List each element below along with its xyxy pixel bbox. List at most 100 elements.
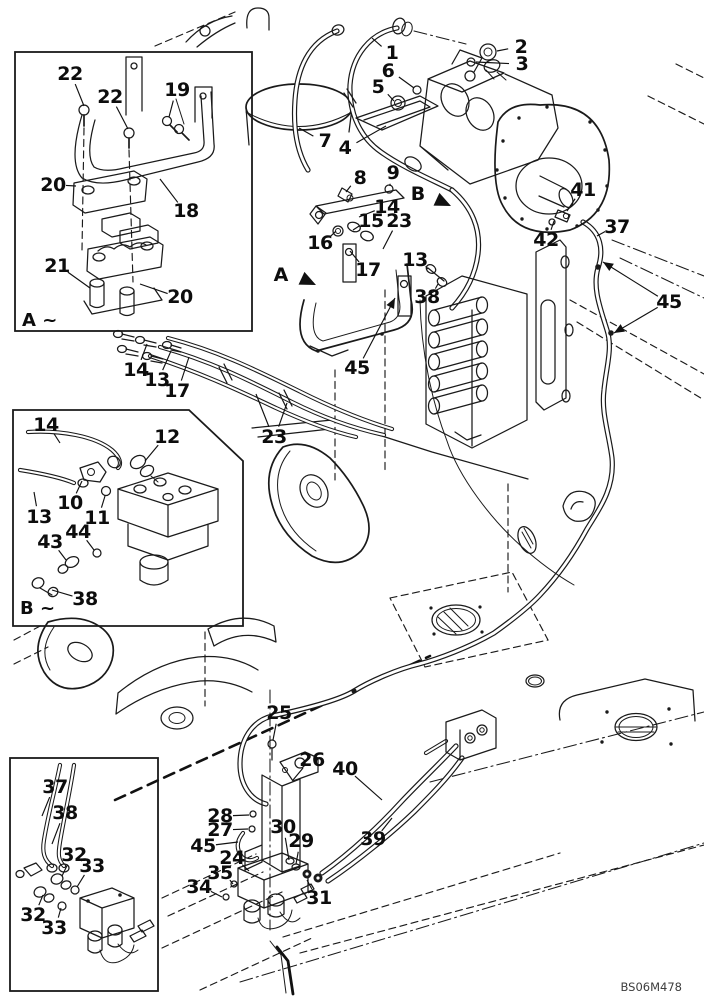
leader-line-42: [550, 220, 555, 231]
rim-bolt: [503, 196, 507, 200]
valve-spool: [427, 353, 441, 371]
bolt-35: [230, 880, 238, 888]
leader-line-15: [352, 225, 360, 231]
inset-b-border: [12, 409, 244, 627]
callout-4: 4: [339, 137, 352, 159]
flywheel-stub: [538, 175, 567, 208]
pump-plate: [355, 95, 439, 131]
hose-14-end-fitting: [107, 455, 121, 469]
callout-32: 32: [20, 904, 45, 926]
callout-15: 15: [358, 210, 383, 232]
tank-top: [245, 83, 353, 131]
boom-bracket-large-inner: [277, 450, 317, 552]
leader-line-22: [115, 106, 129, 130]
fitting-32: [50, 873, 64, 885]
leader-line-38: [434, 283, 439, 289]
view-marker-arrow-A: [298, 271, 316, 285]
fitting-32-thread: [60, 880, 72, 890]
callout-5: 5: [372, 76, 385, 98]
callout-21: 21: [44, 255, 69, 277]
tab-hole: [199, 92, 207, 100]
leader-line-30: [284, 837, 290, 861]
pivot-ring-inner: [168, 712, 186, 724]
plate-boss: [561, 389, 571, 403]
block-body: [117, 488, 219, 538]
coupler-bodies: [121, 333, 182, 364]
callout-33: 33: [79, 855, 104, 877]
leader-line-17: [180, 356, 190, 381]
leader-line-11: [100, 495, 106, 508]
callout-37: 37: [604, 216, 629, 238]
manifold-block: [445, 709, 497, 761]
leader-line-40: [354, 775, 383, 801]
leader-line-37: [41, 796, 51, 817]
fitting-2-inner: [483, 47, 493, 57]
callout-3: 3: [516, 53, 529, 75]
spacers-21: [89, 278, 135, 317]
callout-26: 26: [299, 749, 325, 771]
leader-arrowhead-45: [386, 298, 395, 309]
drain-line: [419, 299, 575, 586]
valve-foot: [454, 431, 482, 441]
side-plate-slot: [540, 299, 556, 385]
plug-38-end: [47, 586, 59, 598]
wires: [99, 943, 139, 964]
bolt-42: [548, 218, 556, 226]
cab-fragment: [185, 7, 270, 48]
bolt-19-stem: [181, 132, 190, 141]
boom-mount-brackets: [37, 443, 370, 730]
callout-14: 14: [123, 359, 149, 381]
block-stub: [139, 561, 169, 586]
elbow-10-stem: [77, 478, 89, 488]
frame-handle: [562, 490, 596, 522]
boom-bracket-hole: [299, 474, 329, 508]
callout-14: 14: [33, 414, 59, 436]
fitting-13-stem: [427, 267, 445, 282]
callout-44: 44: [65, 521, 91, 543]
leader-line-45: [362, 297, 396, 359]
boom-bracket-left-hole: [67, 641, 93, 663]
valve-spool: [427, 309, 441, 327]
wire-terminal: [129, 929, 147, 943]
pump-body: [419, 73, 559, 185]
spacer: [89, 278, 105, 288]
callout-19: 19: [164, 79, 189, 101]
block-stub-top: [139, 554, 169, 570]
valve-sections: [427, 296, 489, 415]
fitting-2: [479, 43, 497, 61]
cab-tab: [246, 7, 270, 31]
flywheel-outline: [494, 103, 611, 234]
bolt-19: [173, 123, 185, 135]
rim-bolt: [588, 120, 592, 124]
bolt-dot: [667, 707, 671, 711]
leader-line-16: [330, 230, 337, 237]
pump-barrel: [465, 97, 495, 131]
inset-b-label: B ~: [20, 598, 55, 619]
o-ring-33: [70, 885, 80, 895]
pump-port-lines: [485, 69, 507, 81]
leader-line-32: [38, 894, 44, 906]
bracket-arm: [309, 189, 405, 225]
manifold-port-inner: [467, 735, 473, 741]
rim-bolt: [545, 227, 549, 231]
boom-foot-arms: [115, 655, 259, 715]
cab-outline: [185, 15, 236, 48]
bolt-dot: [605, 710, 609, 714]
coupler-fitting: [134, 335, 146, 345]
bolt-dot: [480, 630, 484, 634]
pilot-hose-bracket: [299, 189, 448, 357]
bracket-hole-small: [282, 767, 288, 773]
leader-line-3: [475, 61, 510, 65]
leader-line-32: [61, 864, 69, 877]
fitting-5-inner: [394, 99, 402, 107]
callout-38: 38: [52, 802, 78, 824]
tab-hole: [130, 62, 138, 70]
access-cover: [431, 604, 481, 636]
pilot-valve-block: [117, 472, 219, 586]
callout-9: 9: [387, 162, 400, 184]
leader-19-extra: [175, 98, 185, 125]
leader-line-23: [382, 230, 394, 250]
fitting-32: [33, 886, 47, 898]
leader-line-33: [76, 874, 85, 888]
coil: [87, 930, 103, 942]
